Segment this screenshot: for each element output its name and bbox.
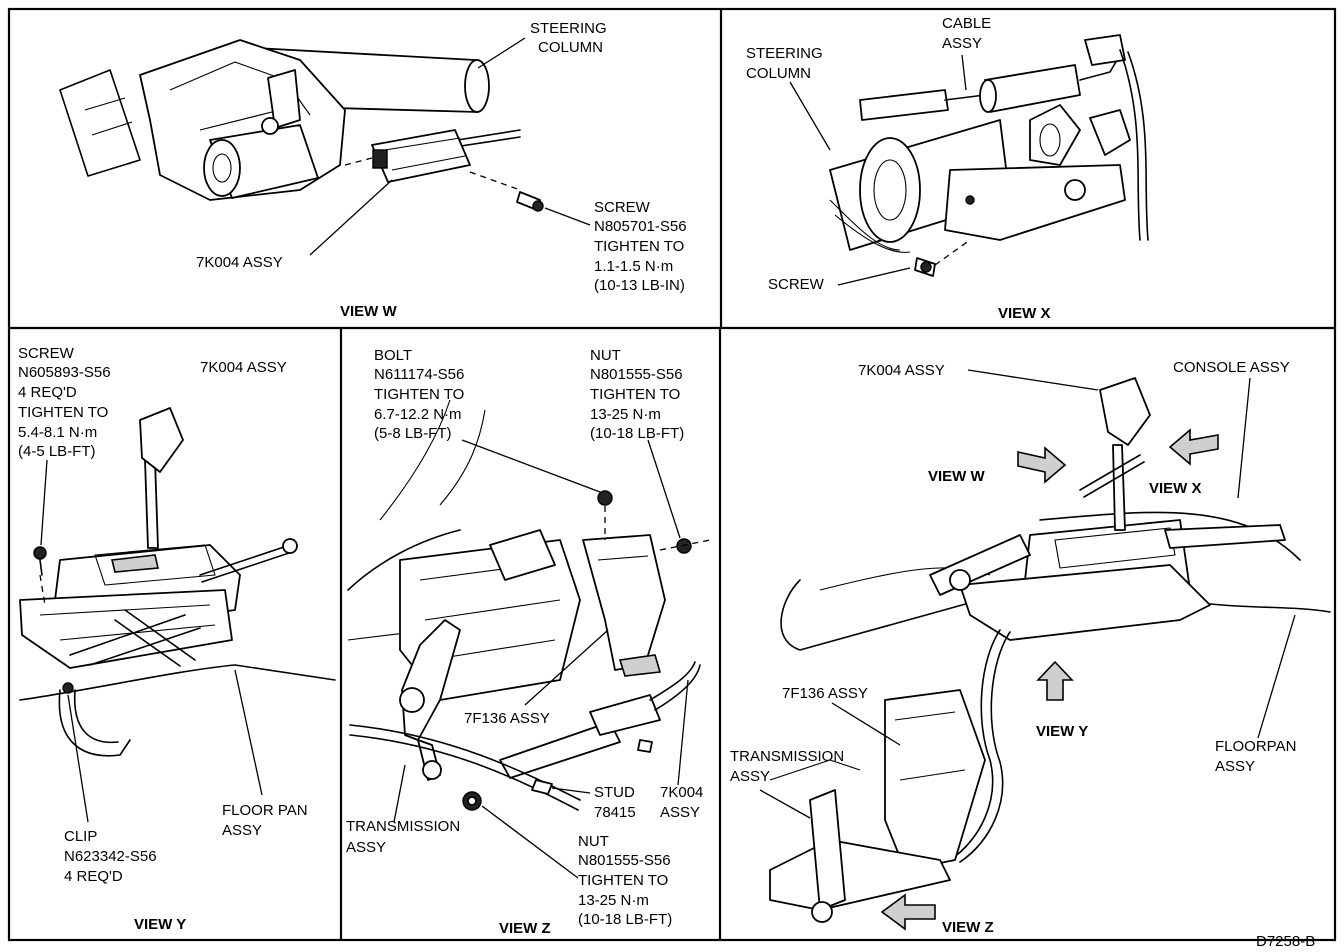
view-x-screw-label: SCREW [768, 276, 825, 293]
view-z-nut-top-label: NUT N801555-S56 TIGHTEN TO 13-25 N·m (10… [590, 347, 687, 442]
overview-view-z-label: VIEW Z [942, 919, 994, 936]
overview-transmission-label: TRANSMISSION ASSY [730, 748, 848, 785]
view-w-assy-label: 7K004 ASSY [196, 254, 283, 271]
view-w-steering-column-label: STEERING COLUMN [530, 20, 611, 56]
view-z-nut-bottom-label: NUT N801555-S56 TIGHTEN TO 13-25 N·m (10… [578, 833, 675, 928]
overview-bracket-label: 7F136 ASSY [782, 685, 868, 702]
overview-console-label: CONSOLE ASSY [1173, 359, 1290, 376]
overview-view-x-label: VIEW X [1149, 480, 1202, 497]
overview-panel: 7K004 ASSY CONSOLE ASSY VIEW W VIEW X 7F… [730, 359, 1331, 936]
view-w-title: VIEW W [340, 303, 398, 320]
view-w-panel: STEERING COLUMN 7K004 ASSY SCREW N805701… [59, 20, 691, 320]
overview-leaders [759, 369, 1296, 819]
view-x-cable-assy-label: CABLE ASSY [942, 15, 995, 52]
view-w-leaders [309, 37, 591, 256]
view-z-assy-label: 7K004 ASSY [660, 784, 708, 821]
panel-frames [7, 7, 1337, 942]
view-y-drawing [19, 407, 336, 757]
view-y-title: VIEW Y [134, 916, 186, 933]
overview-view-y-label: VIEW Y [1036, 723, 1088, 740]
view-y-clip-label: CLIP N623342-S56 4 REQ'D [64, 828, 161, 885]
view-z-bracket-label: 7F136 ASSY [464, 710, 550, 727]
overview-view-w-label: VIEW W [928, 468, 986, 485]
view-z-drawing [347, 399, 711, 811]
view-z-transmission-label: TRANSMISSION ASSY [346, 818, 464, 856]
view-y-leaders [40, 459, 263, 823]
view-y-screw-label: SCREW N605893-S56 4 REQ'D TIGHTEN TO 5.4… [18, 345, 115, 460]
view-w-drawing [59, 39, 544, 212]
figure-id: D7258-B [1256, 933, 1315, 950]
overview-floorpan-label: FLOORPAN ASSY [1215, 738, 1301, 775]
view-y-assy-label: 7K004 ASSY [200, 359, 287, 376]
view-x-panel: CABLE ASSY STEERING COLUMN SCREW VIEW X [746, 15, 1149, 322]
view-y-panel: SCREW N605893-S56 4 REQ'D TIGHTEN TO 5.4… [18, 345, 336, 933]
view-y-floor-pan-label: FLOOR PAN ASSY [222, 802, 312, 839]
view-z-panel: BOLT N611174-S56 TIGHTEN TO 6.7-12.2 N·m… [346, 347, 711, 937]
view-x-title: VIEW X [998, 305, 1051, 322]
view-z-leaders [393, 439, 689, 879]
view-w-screw-label: SCREW N805701-S56 TIGHTEN TO 1.1-1.5 N·m… [594, 199, 691, 294]
view-x-leaders [789, 54, 967, 286]
overview-drawing [769, 377, 1331, 931]
view-z-title: VIEW Z [499, 920, 551, 937]
overview-assy-label: 7K004 ASSY [858, 362, 945, 379]
view-x-steering-column-label: STEERING COLUMN [746, 45, 827, 82]
view-z-bolt-label: BOLT N611174-S56 TIGHTEN TO 6.7-12.2 N·m… [374, 347, 469, 442]
view-x-drawing [829, 34, 1149, 277]
view-z-stud-label: STUD 78415 [594, 784, 639, 821]
